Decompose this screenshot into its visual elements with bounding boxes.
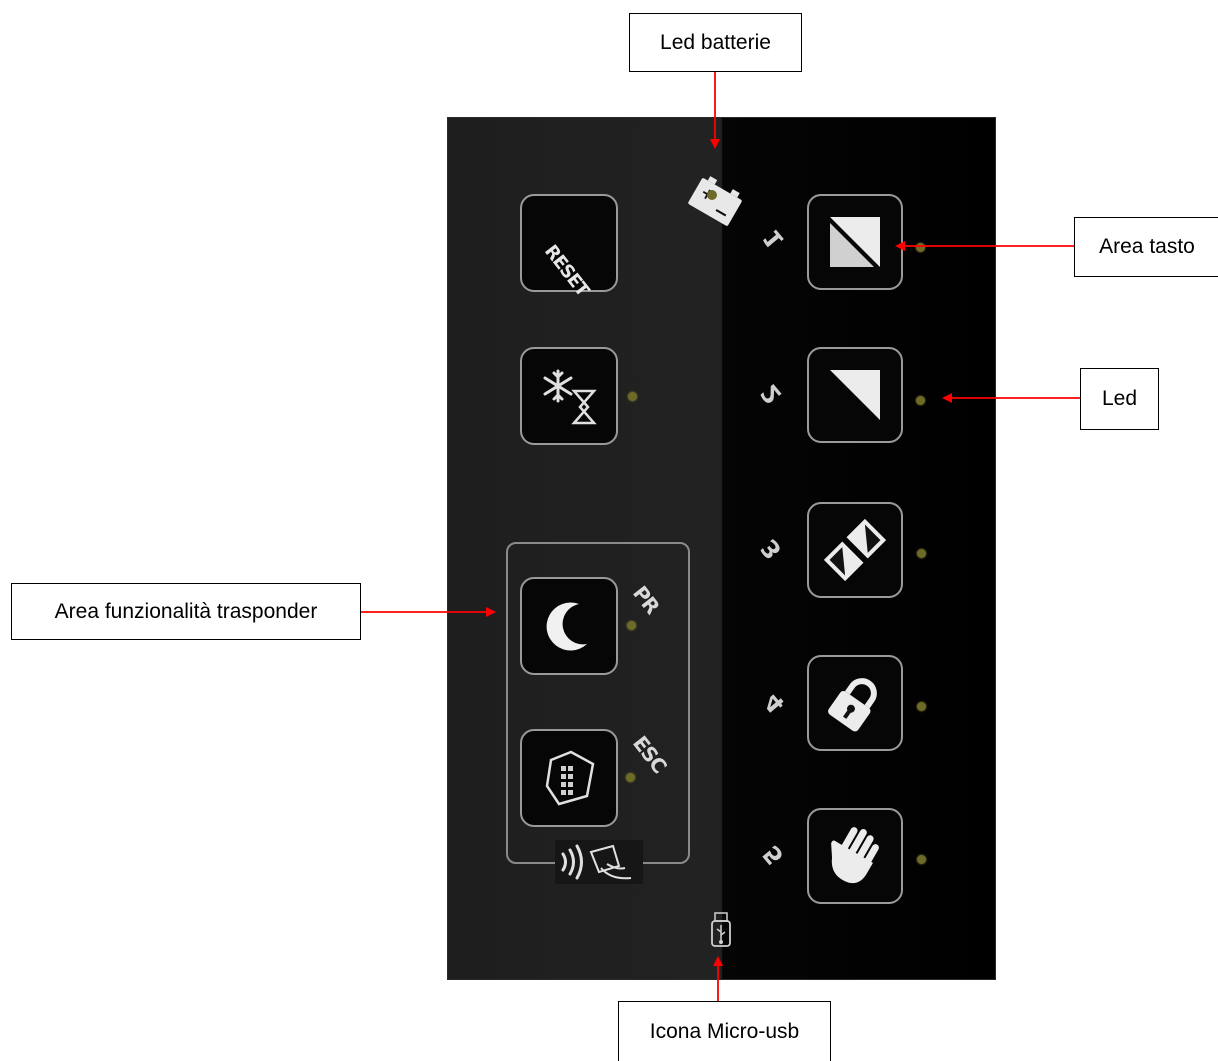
key-5-led [917, 855, 926, 864]
key-1-led [916, 243, 925, 252]
key-4-button[interactable] [807, 655, 903, 751]
key-3-led [917, 549, 926, 558]
double-triangle-icon [823, 518, 887, 582]
reset-button[interactable]: RESET [520, 194, 618, 300]
moon-icon [546, 602, 587, 651]
antifreeze-timer-button[interactable] [520, 347, 618, 445]
antifreeze-led [628, 392, 637, 401]
snowflake-hourglass-icon [543, 369, 597, 425]
callout-icona-micro-usb: Icona Micro-usb [618, 1001, 831, 1061]
pr-night-button[interactable] [520, 577, 618, 675]
shield-keypad-icon [545, 750, 595, 806]
esc-shield-button[interactable] [520, 729, 618, 827]
key-2-led [916, 396, 925, 405]
triangle-icon [830, 370, 880, 420]
half-square-icon [830, 217, 880, 267]
esc-led [626, 773, 635, 782]
hand-icon [831, 827, 879, 884]
callout-led-batterie: Led batterie [629, 13, 802, 72]
callout-led: Led [1080, 368, 1159, 430]
pr-led [627, 621, 636, 630]
key-3-button[interactable] [807, 502, 903, 598]
callout-area-tasto: Area tasto [1074, 217, 1218, 277]
callout-area-trasponder: Area funzionalità trasponder [11, 583, 361, 640]
key-5-button[interactable] [807, 808, 903, 904]
reset-label: RESET [539, 240, 593, 300]
key-4-led [917, 702, 926, 711]
key-1-button[interactable] [807, 194, 903, 290]
key-2-button[interactable] [807, 347, 903, 443]
lock-icon [828, 678, 877, 732]
